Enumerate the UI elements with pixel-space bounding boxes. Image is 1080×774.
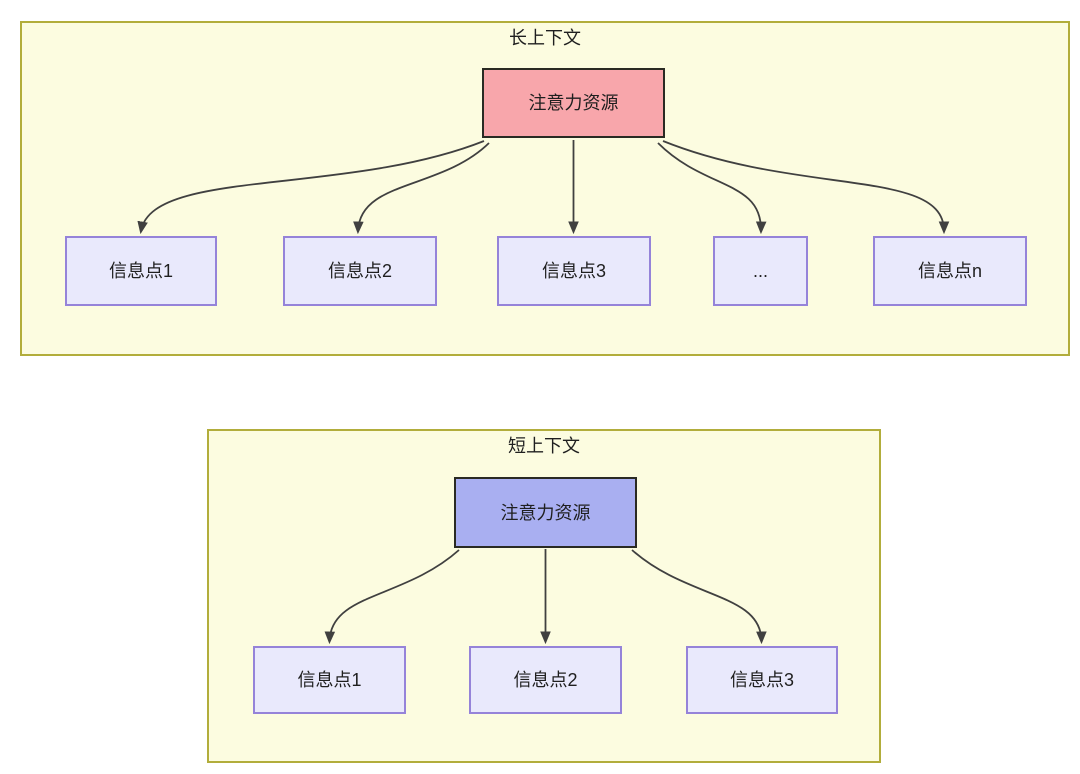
node-long-info-n: 信息点n <box>873 236 1027 306</box>
node-long-info-2: 信息点2 <box>283 236 437 306</box>
node-long-info-ellipsis: ... <box>713 236 808 306</box>
short-context-title: 短上下文 <box>508 436 580 456</box>
node-long-info-3: 信息点3 <box>497 236 651 306</box>
node-attention-resources-long: 注意力资源 <box>482 68 665 138</box>
node-long-info-1: 信息点1 <box>65 236 217 306</box>
node-short-info-1: 信息点1 <box>253 646 406 714</box>
node-short-info-3: 信息点3 <box>686 646 838 714</box>
node-attention-resources-short: 注意力资源 <box>454 477 637 548</box>
node-short-info-2: 信息点2 <box>469 646 622 714</box>
long-context-title: 长上下文 <box>509 28 581 48</box>
